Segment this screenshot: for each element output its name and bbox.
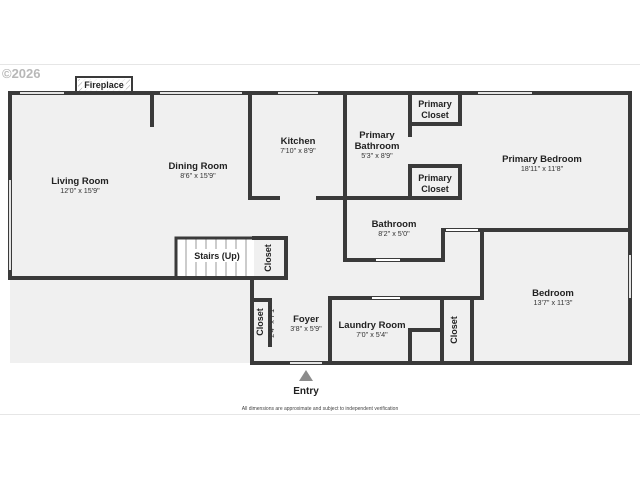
entry-label: Entry xyxy=(293,386,319,397)
disclaimer: All dimensions are approximate and subje… xyxy=(241,406,399,412)
primary-bath-dim: 5'3" x 8'9" xyxy=(361,151,393,160)
bottom-border xyxy=(0,414,640,415)
primary-bath-name-line1: Primary xyxy=(359,130,395,141)
kitchen-dim: 7'10" x 8'9" xyxy=(280,146,316,155)
closet-foyer-label: Closet xyxy=(255,308,265,336)
kitchen-name: Kitchen xyxy=(281,136,316,147)
top-border xyxy=(0,64,640,65)
primary-closet-top-line2: Closet xyxy=(421,110,449,120)
primary-closet-top-line1: Primary xyxy=(418,99,452,109)
primary-closet-bottom-line1: Primary xyxy=(418,173,452,183)
laundry-dim: 7'0" x 5'4" xyxy=(356,330,388,339)
foyer-dim: 3'8" x 5'9" xyxy=(290,324,322,333)
bathroom-name: Bathroom xyxy=(372,219,417,230)
living-room-name: Living Room xyxy=(51,176,109,187)
closet-stairs-label: Closet xyxy=(263,244,273,272)
laundry-name: Laundry Room xyxy=(338,320,405,331)
closet-bedroom-label: Closet xyxy=(449,316,459,344)
primary-bedroom-name: Primary Bedroom xyxy=(502,154,582,165)
dining-room-dim: 8'6" x 15'9" xyxy=(180,171,216,180)
bedroom-name: Bedroom xyxy=(532,288,574,299)
entry-arrow-icon xyxy=(299,370,313,381)
windows xyxy=(9,92,631,364)
primary-bedroom-dim: 18'11" x 11'8" xyxy=(521,164,564,173)
primary-bath-name-line2: Bathroom xyxy=(355,141,400,152)
stairs xyxy=(174,236,254,276)
fireplace-label: Fireplace xyxy=(84,80,124,90)
closet-foyer-dim: 2'4" x 7'1" xyxy=(267,306,276,338)
stairs-label: Stairs (Up) xyxy=(194,251,240,261)
foyer-name: Foyer xyxy=(293,314,319,325)
primary-closet-bottom-line2: Closet xyxy=(421,184,449,194)
living-room-dim: 12'0" x 15'9" xyxy=(60,186,100,195)
bedroom-dim: 13'7" x 11'3" xyxy=(534,298,573,307)
fireplace: Fireplace xyxy=(75,76,133,94)
bathroom-dim: 8'2" x 5'0" xyxy=(378,229,410,238)
dining-room-name: Dining Room xyxy=(168,161,227,172)
room-labels: Living Room 12'0" x 15'9" Dining Room 8'… xyxy=(51,99,582,344)
floor-fills xyxy=(10,93,630,363)
copyright-watermark: ©2026 xyxy=(2,66,41,81)
